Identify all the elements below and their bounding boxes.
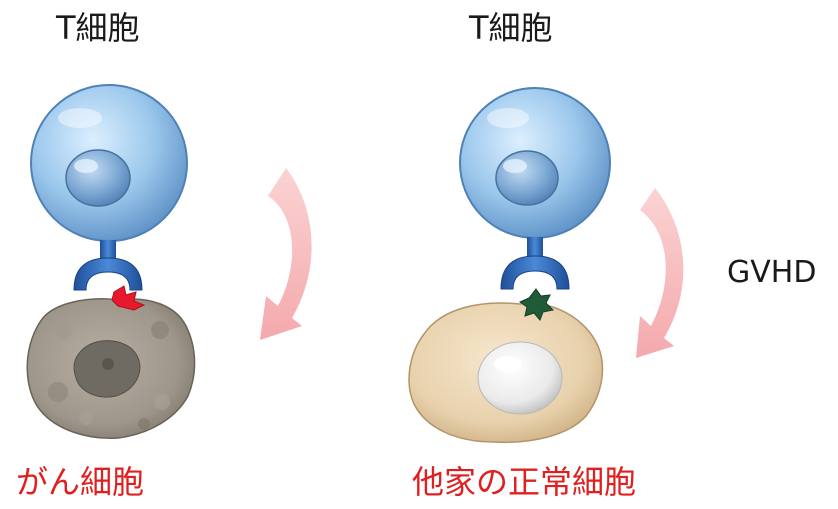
right-t-cell-label: T細胞	[469, 9, 553, 47]
gvhd-label: GVHD	[727, 255, 817, 290]
left-target-label: がん細胞	[16, 463, 145, 501]
right-t-cell	[459, 87, 611, 239]
left-antigen	[111, 285, 146, 311]
left-t-cell-receptor	[73, 240, 143, 291]
right-antigen	[518, 288, 555, 321]
left-t-cell	[30, 84, 188, 242]
left-target-cell	[26, 298, 196, 439]
right-t-cell-receptor	[500, 237, 570, 290]
right-target-cell	[408, 302, 604, 444]
left-t-cell-label: T細胞	[56, 9, 140, 47]
right-target-label: 他家の正常細胞	[412, 463, 637, 501]
left-arrow	[260, 168, 312, 340]
right-arrow	[636, 188, 684, 358]
